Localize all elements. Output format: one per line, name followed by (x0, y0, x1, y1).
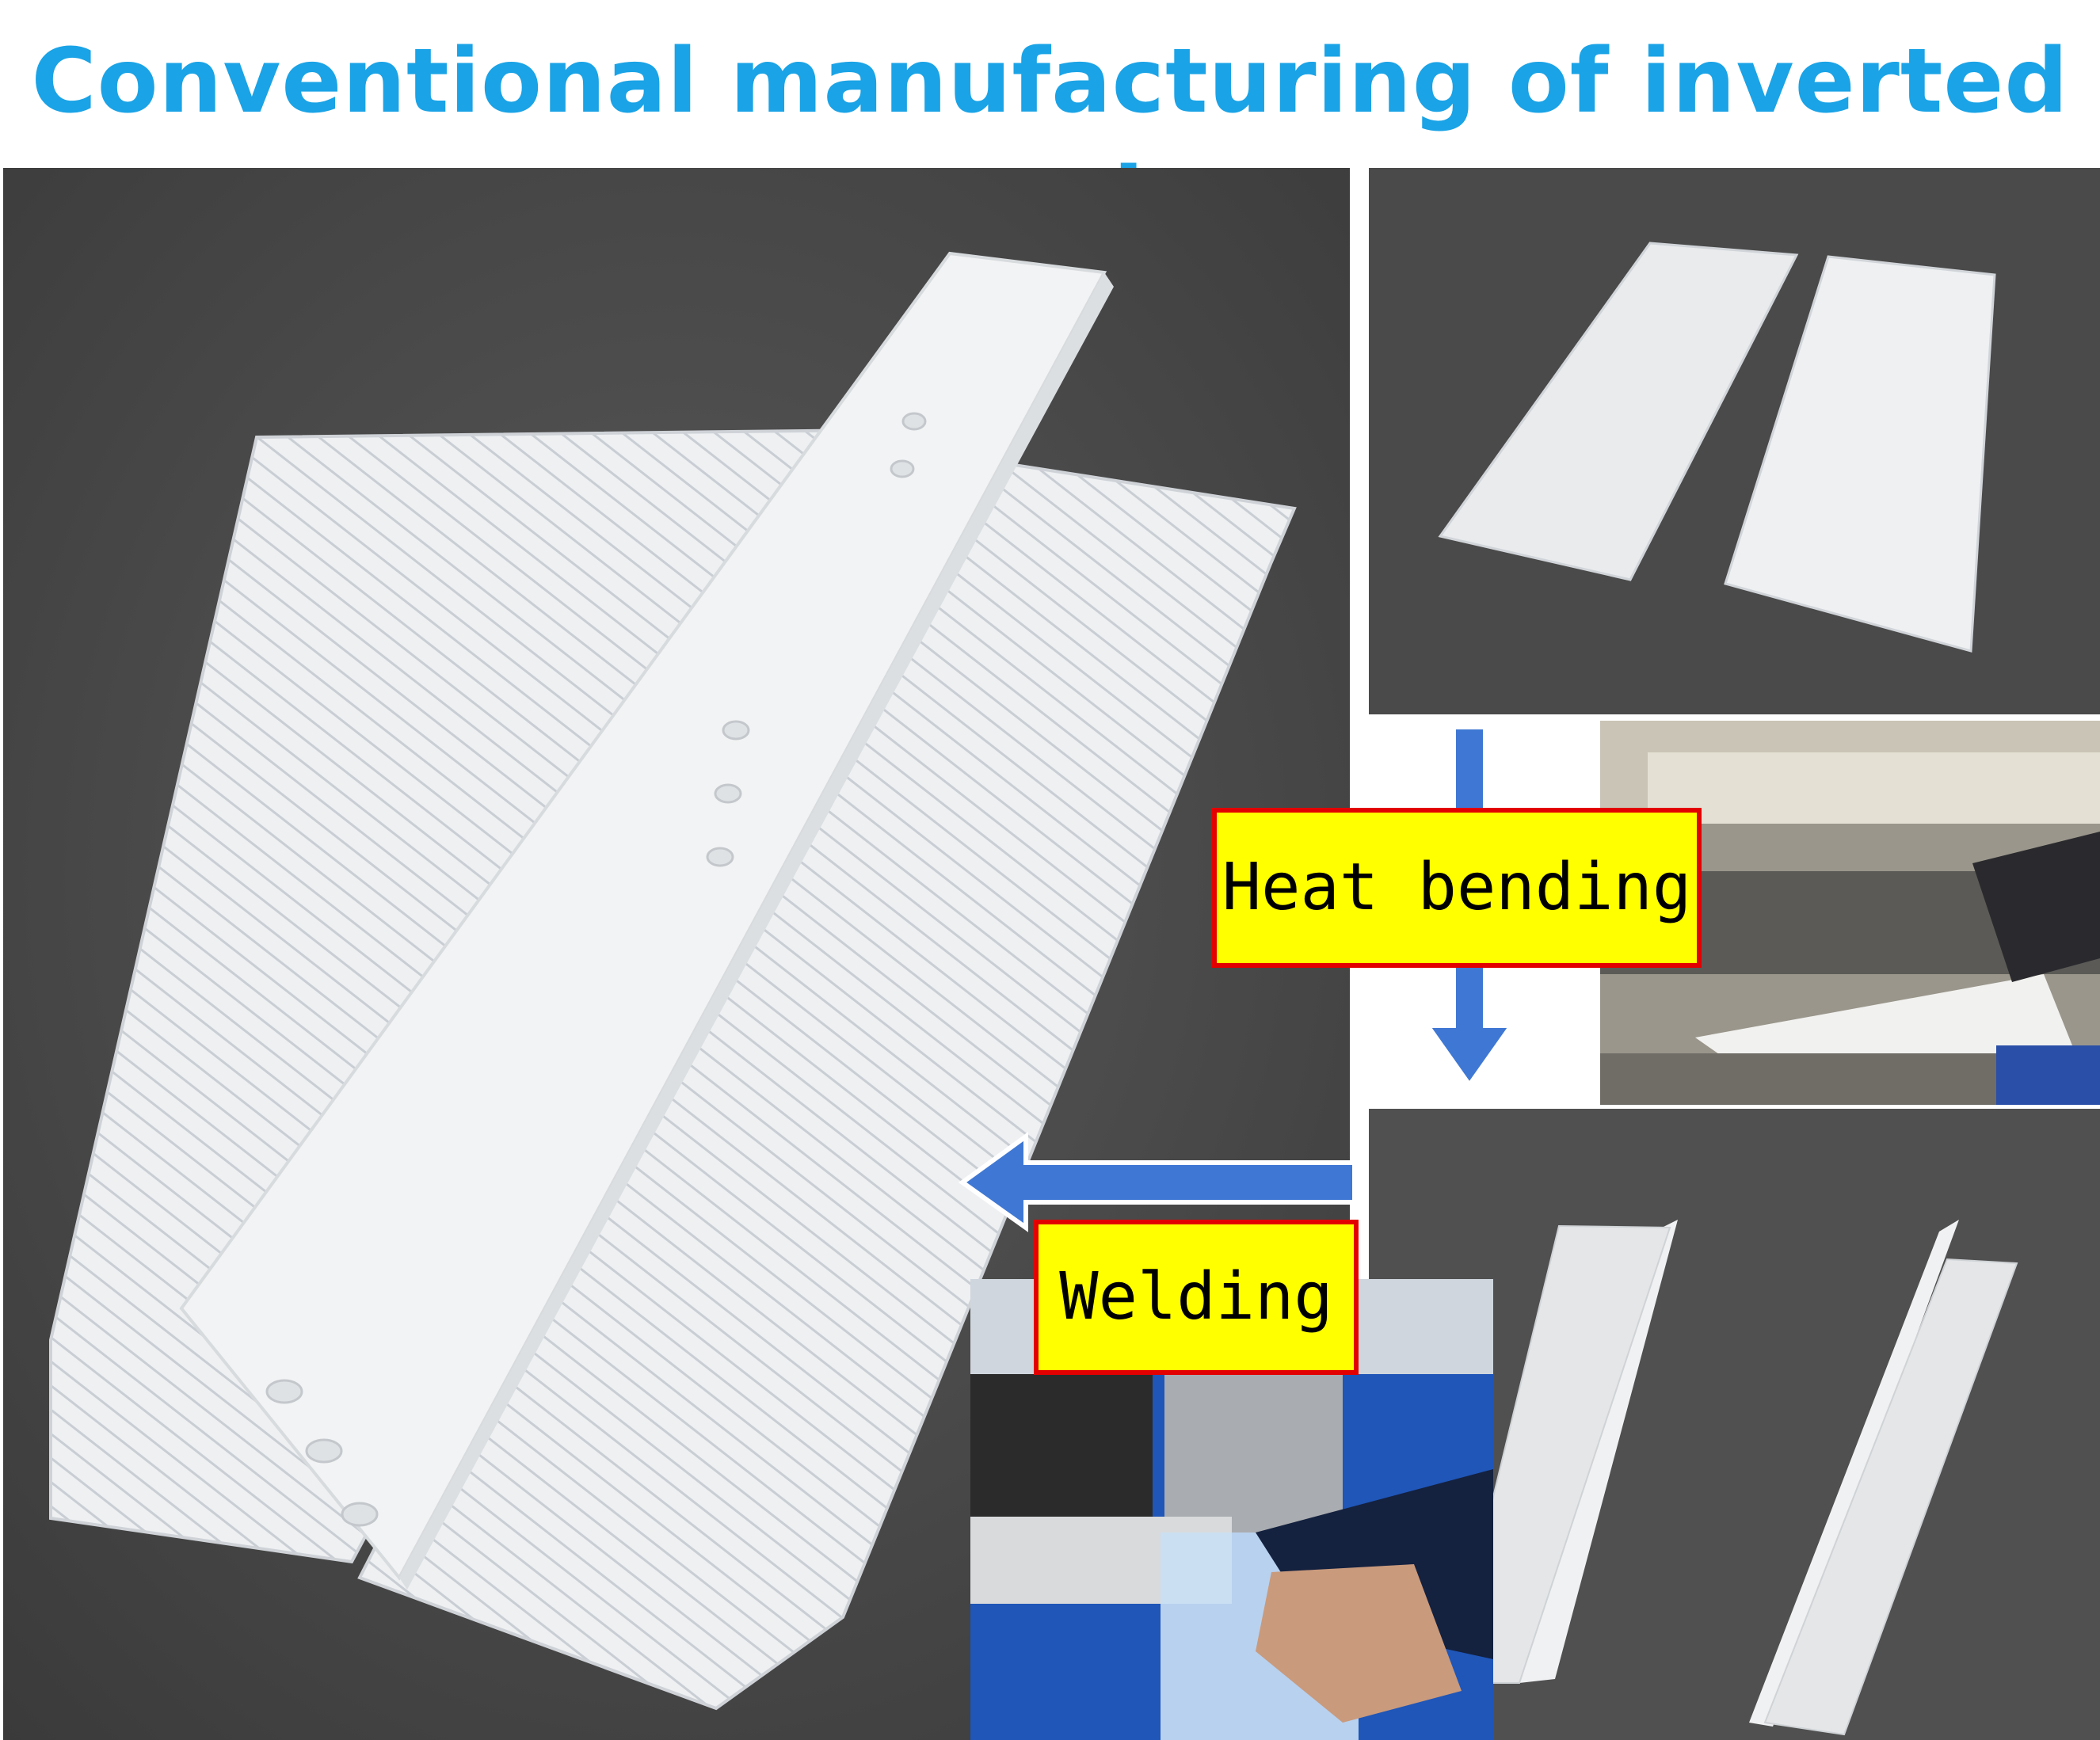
page-title: Conventional manufacturing of inverted p… (31, 30, 2069, 252)
welding-photo (970, 1279, 1493, 1740)
welding-label: Welding (1034, 1220, 1359, 1375)
finished-inverted-pad-photo (3, 168, 1350, 1740)
heat-bending-label: Heat bending (1212, 808, 1702, 968)
flat-sheets-photo (1369, 168, 2100, 714)
